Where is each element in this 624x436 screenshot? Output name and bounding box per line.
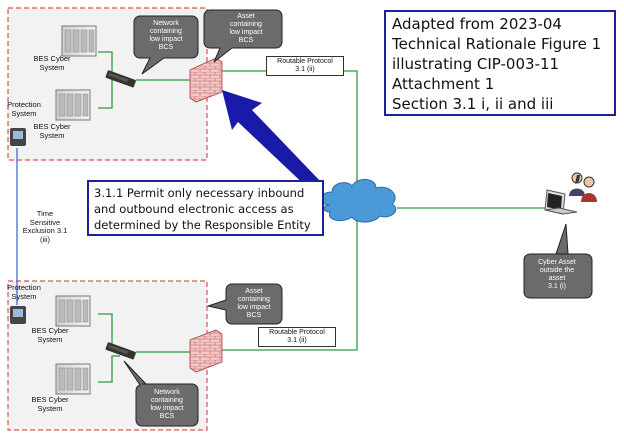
network-bubble-text: Network containing low impact BCS xyxy=(150,389,183,421)
label-line: low impact xyxy=(229,29,263,36)
label-line: System xyxy=(11,108,37,118)
network-bubble-text: Network containing low impact BCS xyxy=(149,20,182,52)
label-line: low impact xyxy=(149,36,183,43)
label-line: containing xyxy=(238,296,270,303)
label-line: System xyxy=(39,130,65,140)
label-line: Network xyxy=(153,20,179,27)
label-line: Protection xyxy=(7,283,41,292)
label-line: Protection xyxy=(7,100,41,109)
cyber-asset-bubble-text: Cyber Asset outside the asset 3.1 (i) xyxy=(538,259,576,291)
label-line: 3.1 (i) xyxy=(548,283,566,290)
network-bubble-bottom xyxy=(123,360,199,427)
label-line: Network xyxy=(154,389,180,396)
label-line: Routable Protocol xyxy=(277,58,333,65)
label-line: low impact xyxy=(237,304,271,311)
label-line: Routable Protocol xyxy=(269,329,325,336)
bes-cyber-system-label: BES Cyber System xyxy=(33,122,71,140)
callout-line: and outbound electronic access as xyxy=(94,202,294,216)
rack-server-icon xyxy=(61,25,97,57)
network-switch-icon xyxy=(105,342,136,360)
label-line: BES Cyber xyxy=(31,326,69,335)
title-line: Attachment 1 xyxy=(392,75,495,93)
label-line: BES Cyber xyxy=(31,395,69,404)
label-line: Asset xyxy=(237,13,255,20)
protection-system-label: Protection System xyxy=(7,100,41,118)
cyber-asset-bubble xyxy=(523,223,593,299)
label-line: 3.1 (ii) xyxy=(287,337,307,344)
asset-bubble-text: Asset containing low impact BCS xyxy=(237,288,270,320)
label-line: BCS xyxy=(246,312,262,319)
network-bubble-top xyxy=(133,15,199,75)
bes-cyber-system-label: BES Cyber System xyxy=(31,395,69,413)
label-line: 3.1 (ii) xyxy=(295,66,315,73)
label-line: low impact xyxy=(150,405,184,412)
label-line: System xyxy=(11,291,37,301)
label-line: containing xyxy=(230,21,262,28)
asset-bubble-top xyxy=(203,9,283,63)
requirement-callout: 3.1.1 Permit only necessary inbound and … xyxy=(87,180,324,236)
rack-server-icon xyxy=(55,295,91,327)
cloud-icon xyxy=(320,179,397,223)
network-switch-icon xyxy=(105,70,136,88)
label-line: BCS xyxy=(159,413,175,420)
rack-server-icon xyxy=(55,363,91,395)
label-line: BCS xyxy=(158,44,174,51)
label-line: Asset xyxy=(245,288,263,295)
label-line: Sensitive xyxy=(29,217,61,227)
callout-line: determined by the Responsible Entity xyxy=(94,218,311,232)
label-line: Exclusion 3.1 xyxy=(22,226,68,235)
laptop-icon xyxy=(544,189,578,215)
label-line: BES Cyber xyxy=(33,54,71,63)
label-line: containing xyxy=(151,397,183,404)
label-line: BCS xyxy=(238,37,254,44)
routable-protocol-label: Routable Protocol 3.1 (ii) xyxy=(258,327,336,347)
asset-bubble-bottom xyxy=(206,283,283,325)
users-icon xyxy=(569,172,597,202)
label-line: System xyxy=(39,62,65,72)
callout-line: 3.1.1 Permit only necessary inbound xyxy=(94,186,305,200)
asset-bubble-text: Asset containing low impact BCS xyxy=(229,13,262,45)
protection-relay-icon xyxy=(10,306,26,324)
label-line: asset xyxy=(548,275,566,282)
access-arrow xyxy=(222,90,322,192)
label-line: BES Cyber xyxy=(33,122,71,131)
rack-server-icon xyxy=(55,89,91,121)
title-line: Section 3.1 i, ii and iii xyxy=(392,95,554,113)
firewall-icon xyxy=(189,329,223,373)
bes-cyber-system-label: BES Cyber System xyxy=(31,326,69,344)
label-line: outside the xyxy=(539,267,575,274)
label-line: Cyber Asset xyxy=(538,259,576,266)
label-line: System xyxy=(37,334,63,344)
routable-protocol-label: Routable Protocol 3.1 (ii) xyxy=(266,56,344,76)
bes-cyber-system-label: BES Cyber System xyxy=(33,54,71,72)
label-line: System xyxy=(37,403,63,413)
label-line: Time xyxy=(36,209,54,218)
label-line: (iii) xyxy=(39,234,50,244)
label-line: containing xyxy=(150,28,182,35)
title-line: Technical Rationale Figure 1 xyxy=(392,35,602,53)
protection-system-label: Protection System xyxy=(7,283,41,301)
figure-title-box: Adapted from 2023-04 Technical Rationale… xyxy=(384,10,616,116)
time-sensitive-label: Time Sensitive Exclusion 3.1 (iii) xyxy=(22,209,68,244)
title-line: Adapted from 2023-04 xyxy=(392,15,562,33)
protection-relay-icon xyxy=(10,128,26,146)
title-line: illustrating CIP-003-11 xyxy=(392,55,560,73)
